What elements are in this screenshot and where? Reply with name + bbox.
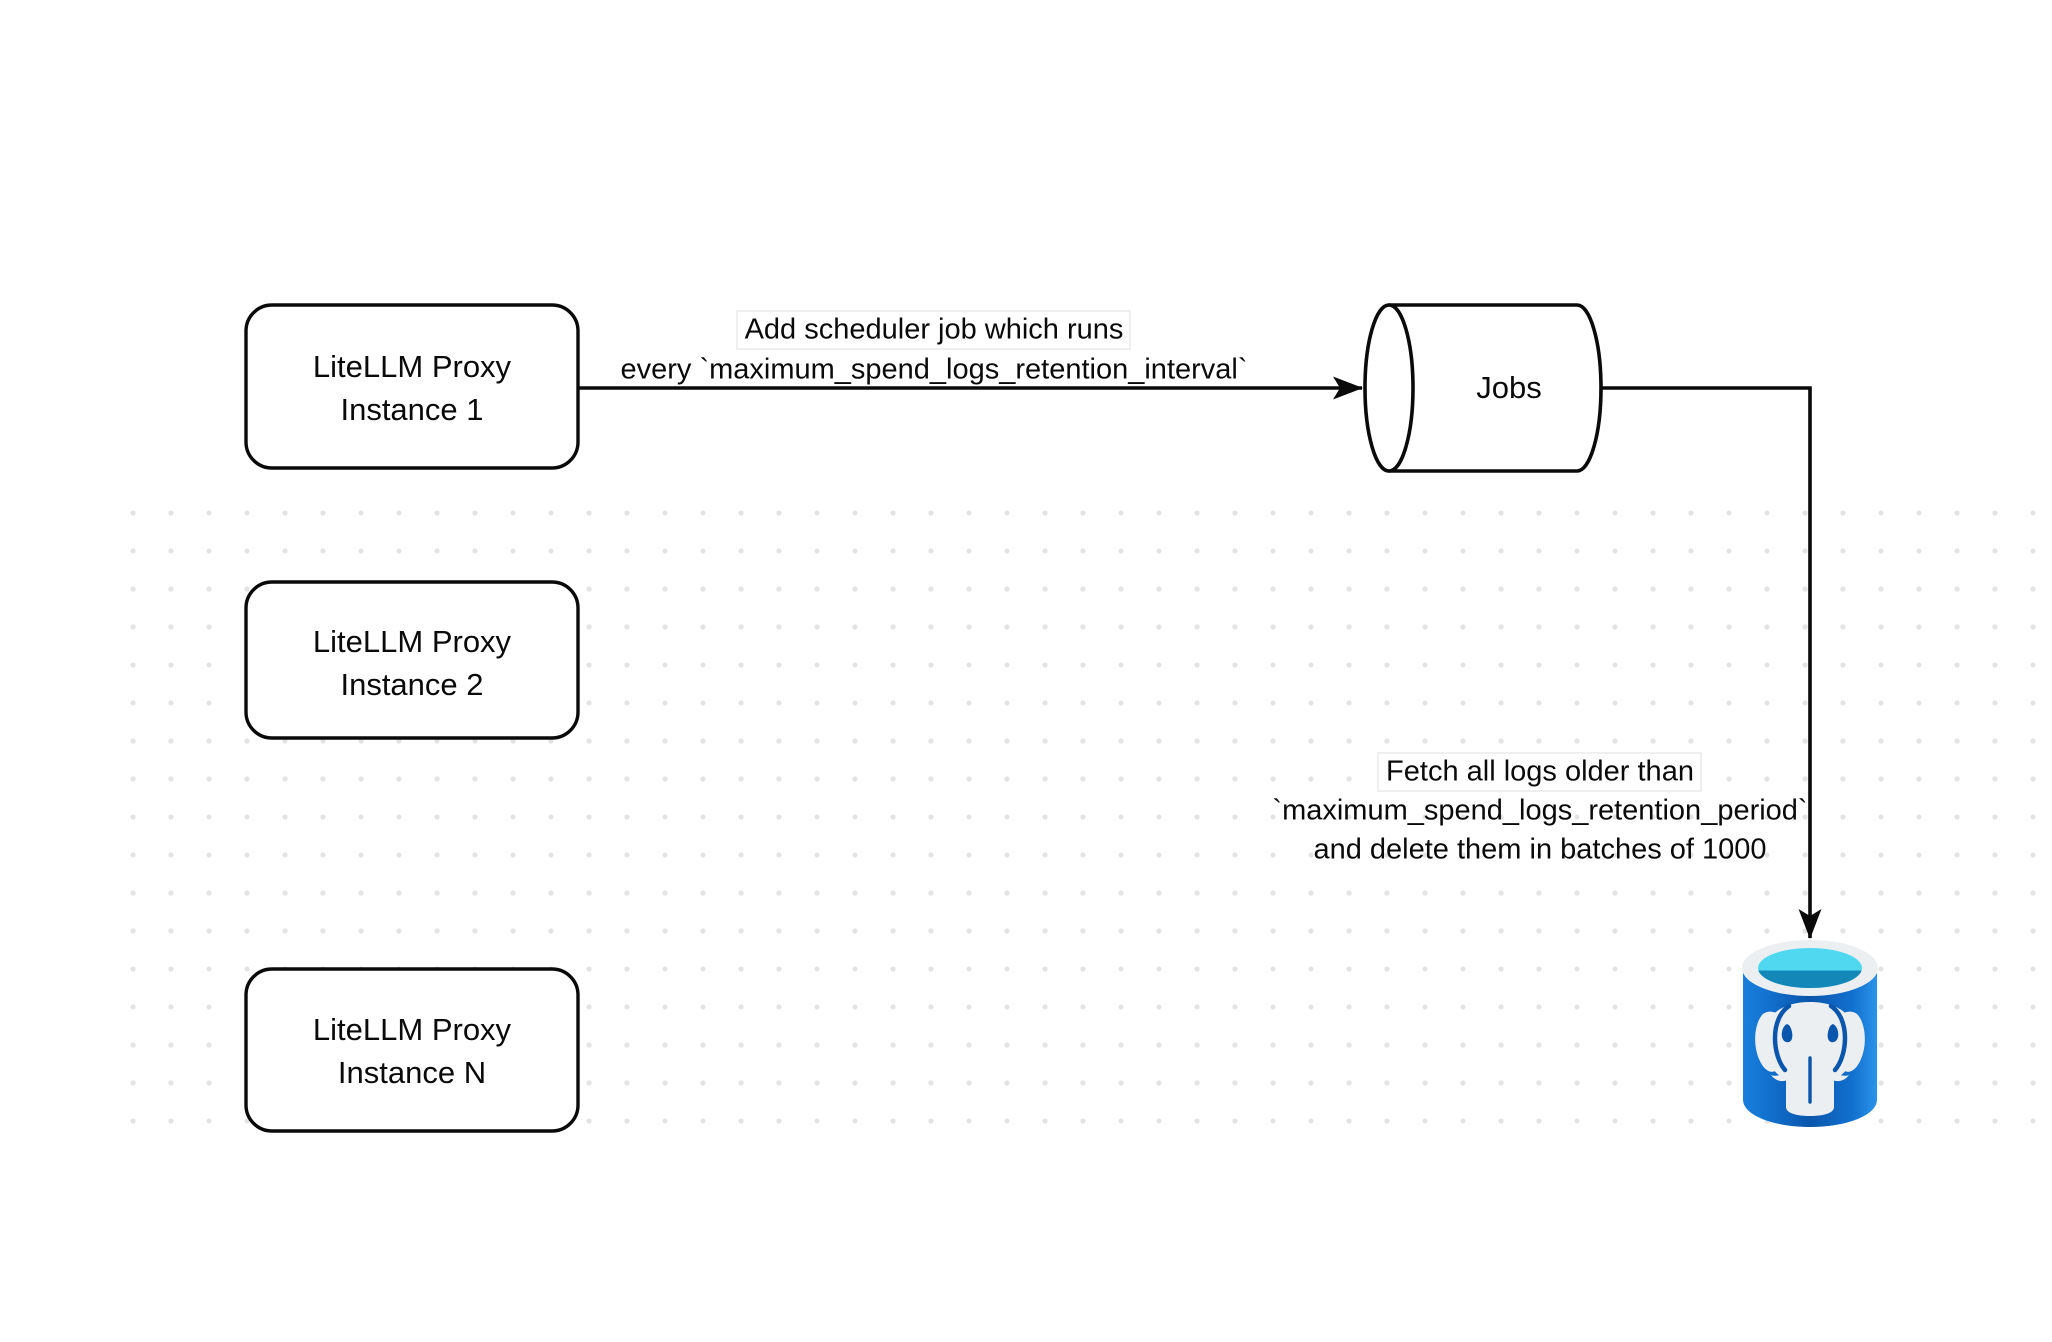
edge-delete-logs-label-line3: and delete them in batches of 1000 <box>1313 834 1766 866</box>
edge-scheduler-job-label-highlight <box>736 310 1131 350</box>
edge-delete-logs <box>1601 386 1822 939</box>
edge-scheduler-job-label-line1: Add scheduler job which runs <box>745 314 1124 346</box>
proxy-instance-1-box[interactable] <box>244 303 580 470</box>
jobs-cylinder-left-cap <box>1363 303 1415 473</box>
proxy-instance-n-box[interactable] <box>244 967 580 1133</box>
edge-delete-logs-line <box>1601 386 1822 939</box>
node-proxy-instance-1[interactable]: LiteLLM Proxy Instance 1 <box>244 303 580 470</box>
jobs-cylinder-body[interactable] <box>1387 303 1603 473</box>
proxy-instance-n-label-line1: LiteLLM Proxy <box>313 1012 512 1047</box>
proxy-instance-2-label-line2: Instance 2 <box>340 667 483 702</box>
node-postgres-database[interactable] <box>1742 940 1878 1127</box>
node-proxy-instance-n[interactable]: LiteLLM Proxy Instance N <box>244 967 580 1133</box>
edge-delete-logs-label-line2: `maximum_spend_logs_retention_period` <box>1272 795 1807 827</box>
proxy-instance-1-label-line2: Instance 1 <box>340 392 483 427</box>
edge-delete-logs-label-highlight <box>1377 752 1702 792</box>
proxy-instance-1-label-line1: LiteLLM Proxy <box>313 349 512 384</box>
proxy-instance-2-label-line1: LiteLLM Proxy <box>313 624 512 659</box>
edge-delete-logs-label: Fetch all logs older than `maximum_spend… <box>1272 752 1808 866</box>
edge-delete-logs-label-line1: Fetch all logs older than <box>1386 756 1694 788</box>
edge-scheduler-job-label: Add scheduler job which runs every `maxi… <box>620 310 1248 386</box>
postgres-elephant-icon <box>1755 1002 1865 1116</box>
node-jobs-queue[interactable]: Jobs <box>1363 303 1603 473</box>
edge-scheduler-job-label-line2: every `maximum_spend_logs_retention_inte… <box>620 354 1247 386</box>
proxy-instance-2-box[interactable] <box>244 580 580 740</box>
proxy-instance-n-label-line2: Instance N <box>338 1055 486 1090</box>
jobs-queue-label: Jobs <box>1476 370 1541 405</box>
node-proxy-instance-2[interactable]: LiteLLM Proxy Instance 2 <box>244 580 580 740</box>
postgres-db-top-shadow <box>1758 970 1862 989</box>
